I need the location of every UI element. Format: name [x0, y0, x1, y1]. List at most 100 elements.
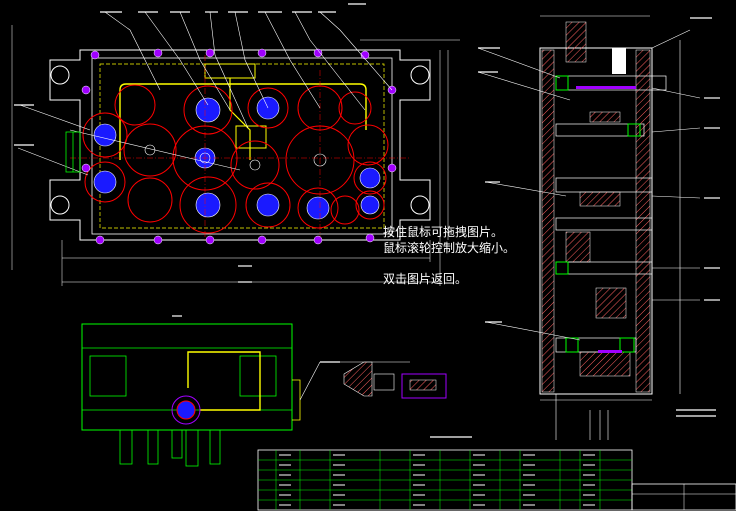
gear-section	[579, 351, 631, 377]
seal	[598, 350, 622, 353]
leader-line	[485, 181, 567, 197]
gear-circle	[123, 123, 177, 177]
side-housing-inner	[89, 355, 127, 397]
leader-line	[651, 127, 701, 133]
leader-line	[319, 11, 393, 91]
gear-circle	[353, 161, 387, 195]
leader-line	[17, 147, 89, 176]
side-view	[81, 315, 340, 467]
gear-circle	[297, 187, 339, 229]
leader-line	[19, 104, 91, 131]
lug-hole	[410, 65, 430, 85]
foot	[119, 429, 133, 465]
gear-section	[565, 231, 591, 263]
hub	[359, 167, 381, 189]
leader-line	[651, 195, 701, 199]
hatched-wall	[565, 21, 587, 63]
gear-circle	[84, 161, 126, 203]
input-shaft-top	[612, 48, 626, 74]
leader-line	[485, 321, 581, 341]
pipe-fitting	[204, 63, 256, 79]
bearing	[555, 261, 569, 275]
pump-ring	[171, 395, 201, 425]
bolt	[81, 163, 91, 173]
bolt	[205, 235, 215, 245]
shaft	[555, 123, 645, 137]
pipe-branch	[229, 78, 251, 160]
bolt	[387, 163, 397, 173]
leader-line	[69, 129, 241, 171]
return-hint-text: 双击图片返回。	[383, 272, 468, 286]
hub-set	[93, 96, 381, 220]
hub	[93, 123, 117, 147]
gear-circle	[114, 84, 156, 126]
bolt	[313, 235, 323, 245]
bore	[144, 144, 156, 156]
lug-hole	[50, 195, 70, 215]
section-outline	[539, 47, 653, 395]
seal	[576, 86, 636, 89]
bolt	[365, 233, 375, 243]
foot	[147, 429, 159, 465]
detail-view	[320, 361, 447, 399]
leader-line	[104, 11, 161, 91]
gear-circle	[183, 85, 233, 135]
foot	[185, 429, 199, 467]
gear-circle	[179, 176, 237, 234]
hub	[93, 170, 117, 194]
oil-pipe	[119, 83, 367, 160]
detail-plug	[373, 373, 395, 391]
section-view	[477, 15, 720, 440]
gear-circle	[245, 182, 291, 228]
lug-hole	[50, 65, 70, 85]
hub	[195, 192, 221, 218]
drag-hint-text: 按住鼠标可拖拽图片。	[383, 225, 504, 239]
hub	[195, 97, 221, 123]
gear-circle	[230, 140, 280, 190]
bolt	[257, 48, 267, 58]
gear-circle	[127, 177, 173, 223]
inner-casing	[91, 57, 393, 235]
hub	[360, 195, 380, 215]
zoom-hint-text: 鼠标滚轮控制放大缩小。	[383, 241, 516, 255]
pump	[176, 400, 196, 420]
foot	[209, 429, 221, 465]
leader-line	[651, 29, 691, 49]
bolt	[81, 85, 91, 95]
leader-line	[179, 11, 231, 111]
gear-circle	[338, 91, 372, 125]
bolt	[257, 235, 267, 245]
hub	[256, 193, 280, 217]
leader-line	[294, 11, 366, 111]
side-oil-pipe	[187, 351, 261, 411]
bolt	[313, 48, 323, 58]
gear-circle	[82, 112, 128, 158]
detail-taper	[343, 361, 373, 397]
leader-line	[144, 11, 209, 106]
detail-box	[401, 373, 447, 399]
gear-set	[82, 84, 389, 234]
plan-view	[11, 3, 460, 286]
gear-circle	[247, 87, 289, 129]
housing-outline	[49, 49, 431, 241]
detail-insert	[409, 379, 437, 391]
gear-section	[589, 111, 621, 123]
bolt	[205, 48, 215, 58]
bolt	[153, 48, 163, 58]
gear-section	[595, 287, 627, 319]
pipe-block	[235, 125, 267, 149]
bearing	[619, 337, 635, 353]
foot	[171, 429, 183, 459]
shaft	[555, 337, 637, 353]
bolt-set	[81, 48, 397, 245]
hatched-wall	[635, 49, 651, 393]
leader-line	[477, 47, 561, 79]
leader-line	[209, 11, 249, 129]
inner-casing-dashed	[99, 63, 385, 229]
bolt	[360, 50, 370, 60]
bore	[249, 159, 261, 171]
gear-circle	[330, 195, 360, 225]
bolt	[90, 50, 100, 60]
leader-line	[234, 11, 269, 109]
